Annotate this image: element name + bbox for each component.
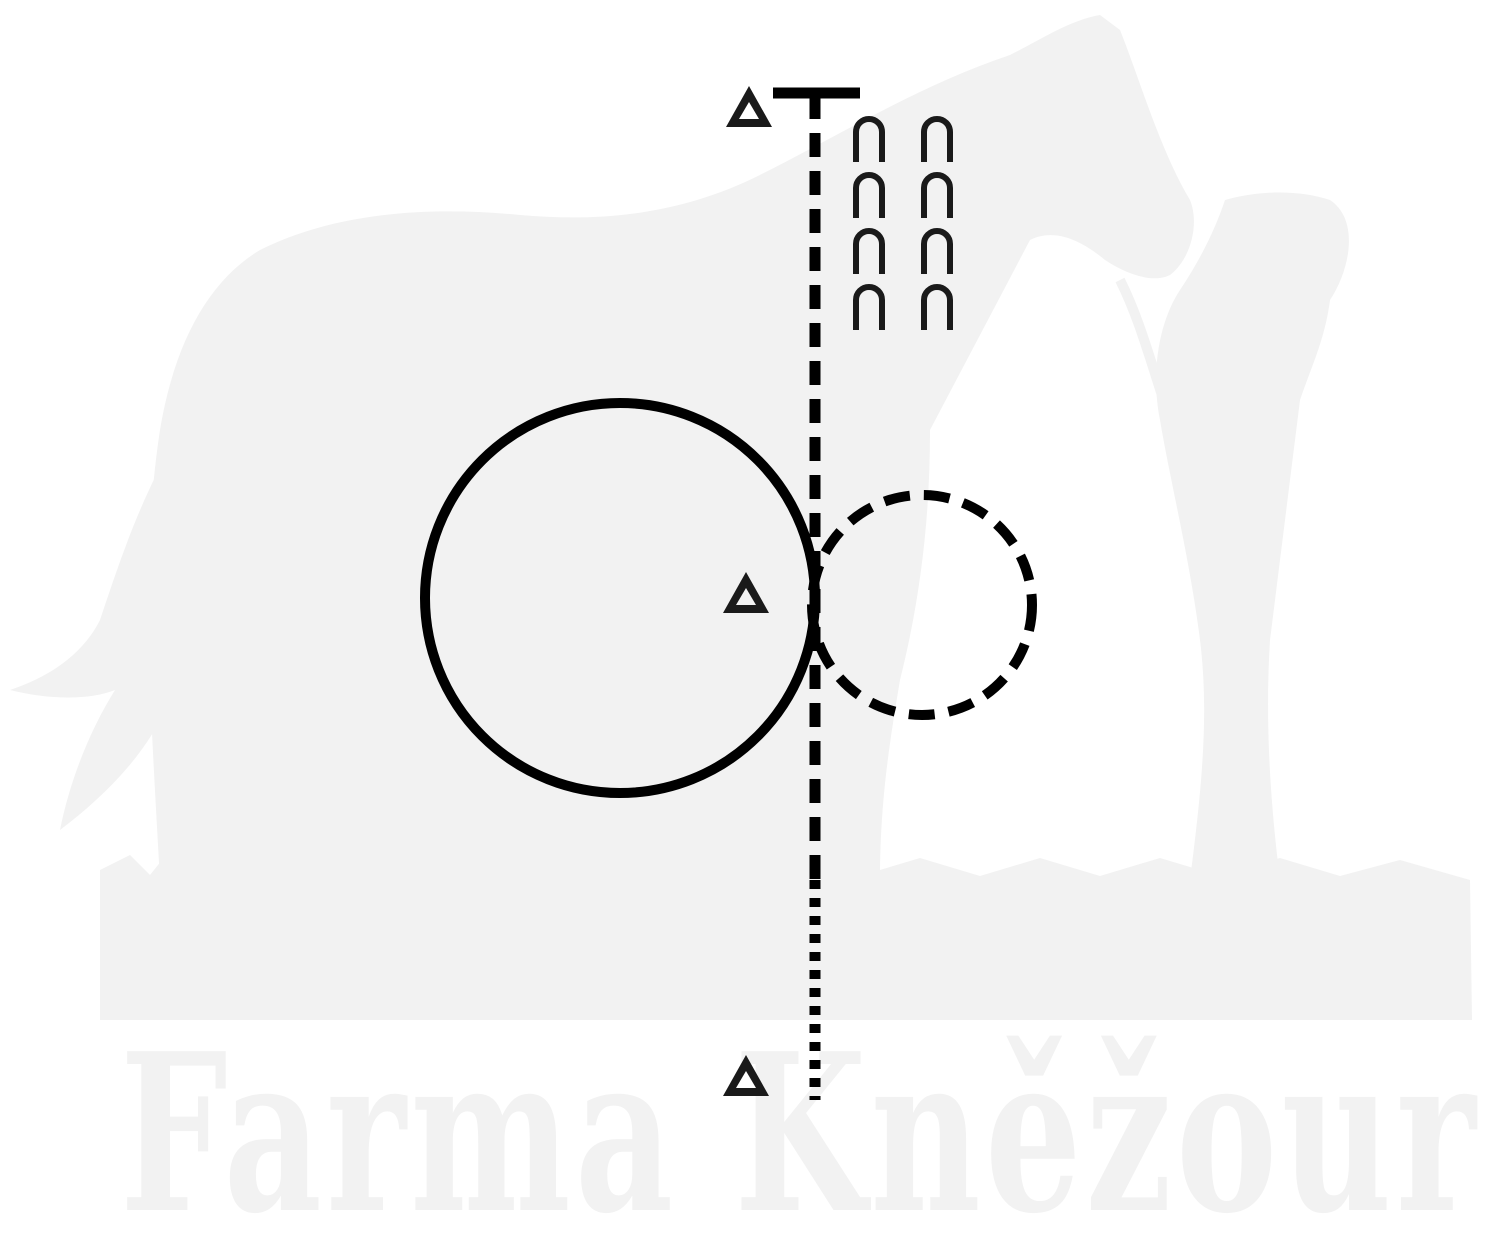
cone-marker-top (726, 86, 772, 127)
horse-silhouette-icon (10, 15, 1472, 1020)
brand-watermark-text: Farma Kněžour (120, 1006, 1480, 1233)
triangle-marker-icon (726, 86, 772, 127)
watermark: Farma Kněžour (10, 15, 1480, 1233)
